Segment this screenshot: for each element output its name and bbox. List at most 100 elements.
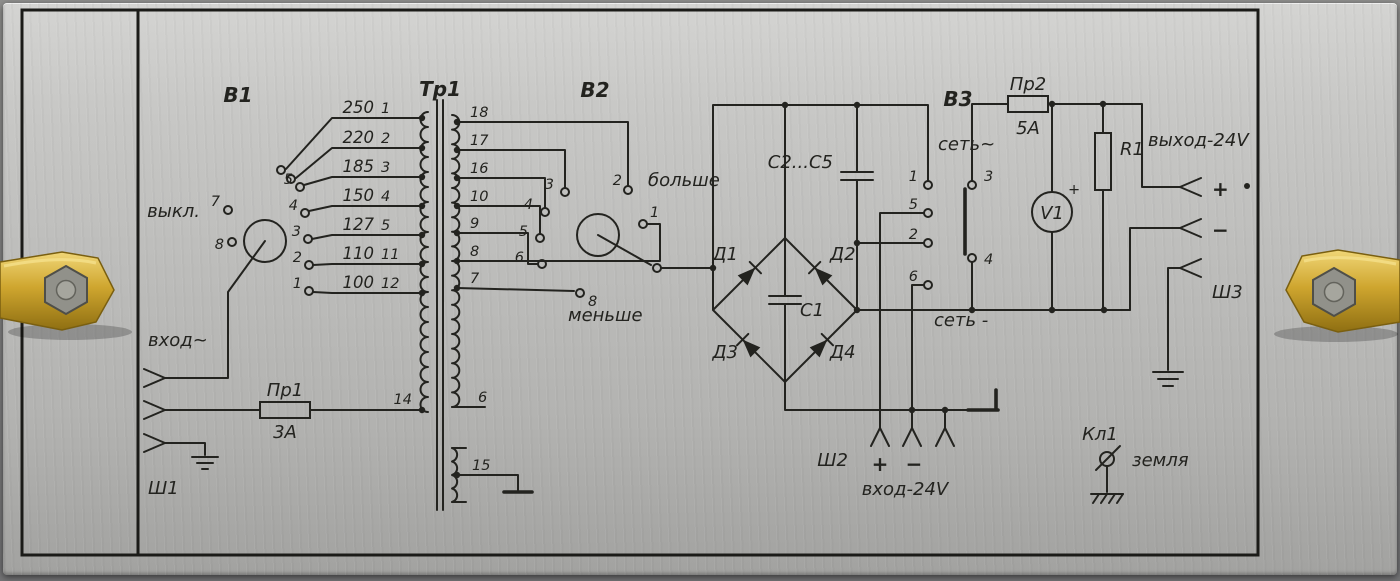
b2-contact [560,187,570,197]
primary-winding-icon [419,111,429,413]
bracket-shadow [8,324,132,340]
row-voltage: 150 [343,186,375,205]
tap-10: 10 [470,189,488,205]
b3-c6: 6 [909,269,918,285]
b3-c5: 5 [909,197,918,213]
dc-input-connector-sh2: Ш2 + − вход-24V [817,427,955,500]
earth-terminal-slash [1090,445,1124,495]
d2-label: Д2 [829,244,856,265]
b2-contact-circles [535,185,662,298]
plate-frame [20,8,1260,557]
b3-c1: 1 [909,169,918,185]
fuse-pr2-label: Пр2 [1010,74,1046,95]
b1-contact [286,174,296,184]
b1-contact [304,260,314,270]
frame-border [20,8,1260,557]
tap-7: 7 [470,271,480,287]
row-voltage: 220 [343,128,375,147]
b3-contact [923,238,933,248]
b1-label: В1 [223,83,252,107]
d4-label: Д4 [829,342,856,363]
diode-d1-icon [737,260,763,286]
transformer-tr1: Тр1 18 17 16 10 9 8 7 6 15 [419,77,661,511]
b3-c4: 4 [984,252,993,268]
b2-c2: 2 [613,173,622,189]
row-voltage: 100 [343,273,375,292]
d1-label: Д1 [711,244,738,265]
b3-contact [923,280,933,290]
tap-9: 9 [470,216,479,232]
row-voltage: 250 [343,98,375,117]
b1-pos-4: 4 [289,198,298,214]
ground-icon [1152,371,1184,387]
c1-label: С1 [800,300,824,321]
b1-pos-5: 5 [284,172,293,188]
b2-c3: 3 [545,177,554,193]
secondary-tap-wires [451,121,661,503]
ground-icon [191,456,219,470]
ac-input-label: вход~ [148,330,208,351]
b3-contact-circles [923,180,977,290]
connector-sh2-label: Ш2 [817,450,848,471]
mounting-bracket-left [0,251,132,340]
diode-d3-icon [735,332,761,358]
connector-sh1-pins [143,368,166,453]
row-terminal: 2 [381,131,390,147]
bracket-highlight [1303,256,1397,266]
fuse-pr1-rating: 3А [273,422,297,443]
b1-contact [300,208,310,218]
b1-row-wires [285,117,423,294]
b1-contact-8: 8 [215,237,224,253]
tap-16: 16 [470,161,488,177]
bolt-center [55,279,77,301]
row-terminal: 12 [381,276,399,292]
b1-rotary-switch: В1 выкл. 7 8 5 4 3 2 1 [147,83,423,379]
b2-rotor-output-contact [652,263,662,273]
row-voltage: 185 [343,157,375,176]
sh3-minus: − [1212,218,1229,242]
r1-label: R1 [1120,139,1144,160]
sh2-plus: + [872,452,889,476]
bridge-rectifier: Д1 Д2 Д3 Д4 С1 С2...С5 [711,104,1131,412]
aux-winding-icon [451,447,459,503]
b3-contact [923,180,933,190]
b1-off-label: выкл. [147,201,200,222]
b3-contact [967,180,977,190]
mains-ac-label: сеть~ [938,134,995,155]
row-voltage: 127 [343,215,375,234]
tap-8: 8 [470,244,479,260]
b2-c4: 4 [524,197,533,213]
b1-contact [295,182,305,192]
voltmeter-plus: + [1068,182,1080,198]
diode-bar [820,332,835,347]
diode-triangle [809,339,828,358]
output-title: выход-24V [1148,130,1250,151]
dc-input-title: вход-24V [862,479,950,500]
b2-contact [535,233,545,243]
b2-less-label: меньше [568,305,643,326]
b3-c3: 3 [984,169,993,185]
chassis-bar-icon [966,388,1000,412]
b3-c2: 2 [909,227,918,243]
connector-sh2-pins [870,427,955,447]
b1-rotor-circle [243,219,287,263]
ac-input-section: вход~ Пр1 3А Ш1 14 [143,330,423,499]
caps-label: С2...С5 [768,152,833,173]
b1-contact [303,234,313,244]
b1-contact-common [227,237,237,247]
b2-rotary-switch: В2 3 2 1 4 5 6 8 больше меньше [515,78,720,326]
diode-bar [807,260,822,275]
bracket-shadow [1274,326,1398,342]
row-terminal: 4 [381,189,390,205]
bracket-highlight [3,258,97,268]
row-terminal: 3 [381,160,390,176]
b2-contact [540,207,550,217]
b3-mode-switch: В3 1 5 2 6 3 4 сеть~ сеть - [856,87,1181,429]
b2-c5: 5 [519,224,528,240]
fuse-pr1-wire [164,409,423,456]
b3-contact [967,253,977,263]
b2-more-label: больше [648,170,720,191]
fuse-pr1-symbol [259,401,311,419]
